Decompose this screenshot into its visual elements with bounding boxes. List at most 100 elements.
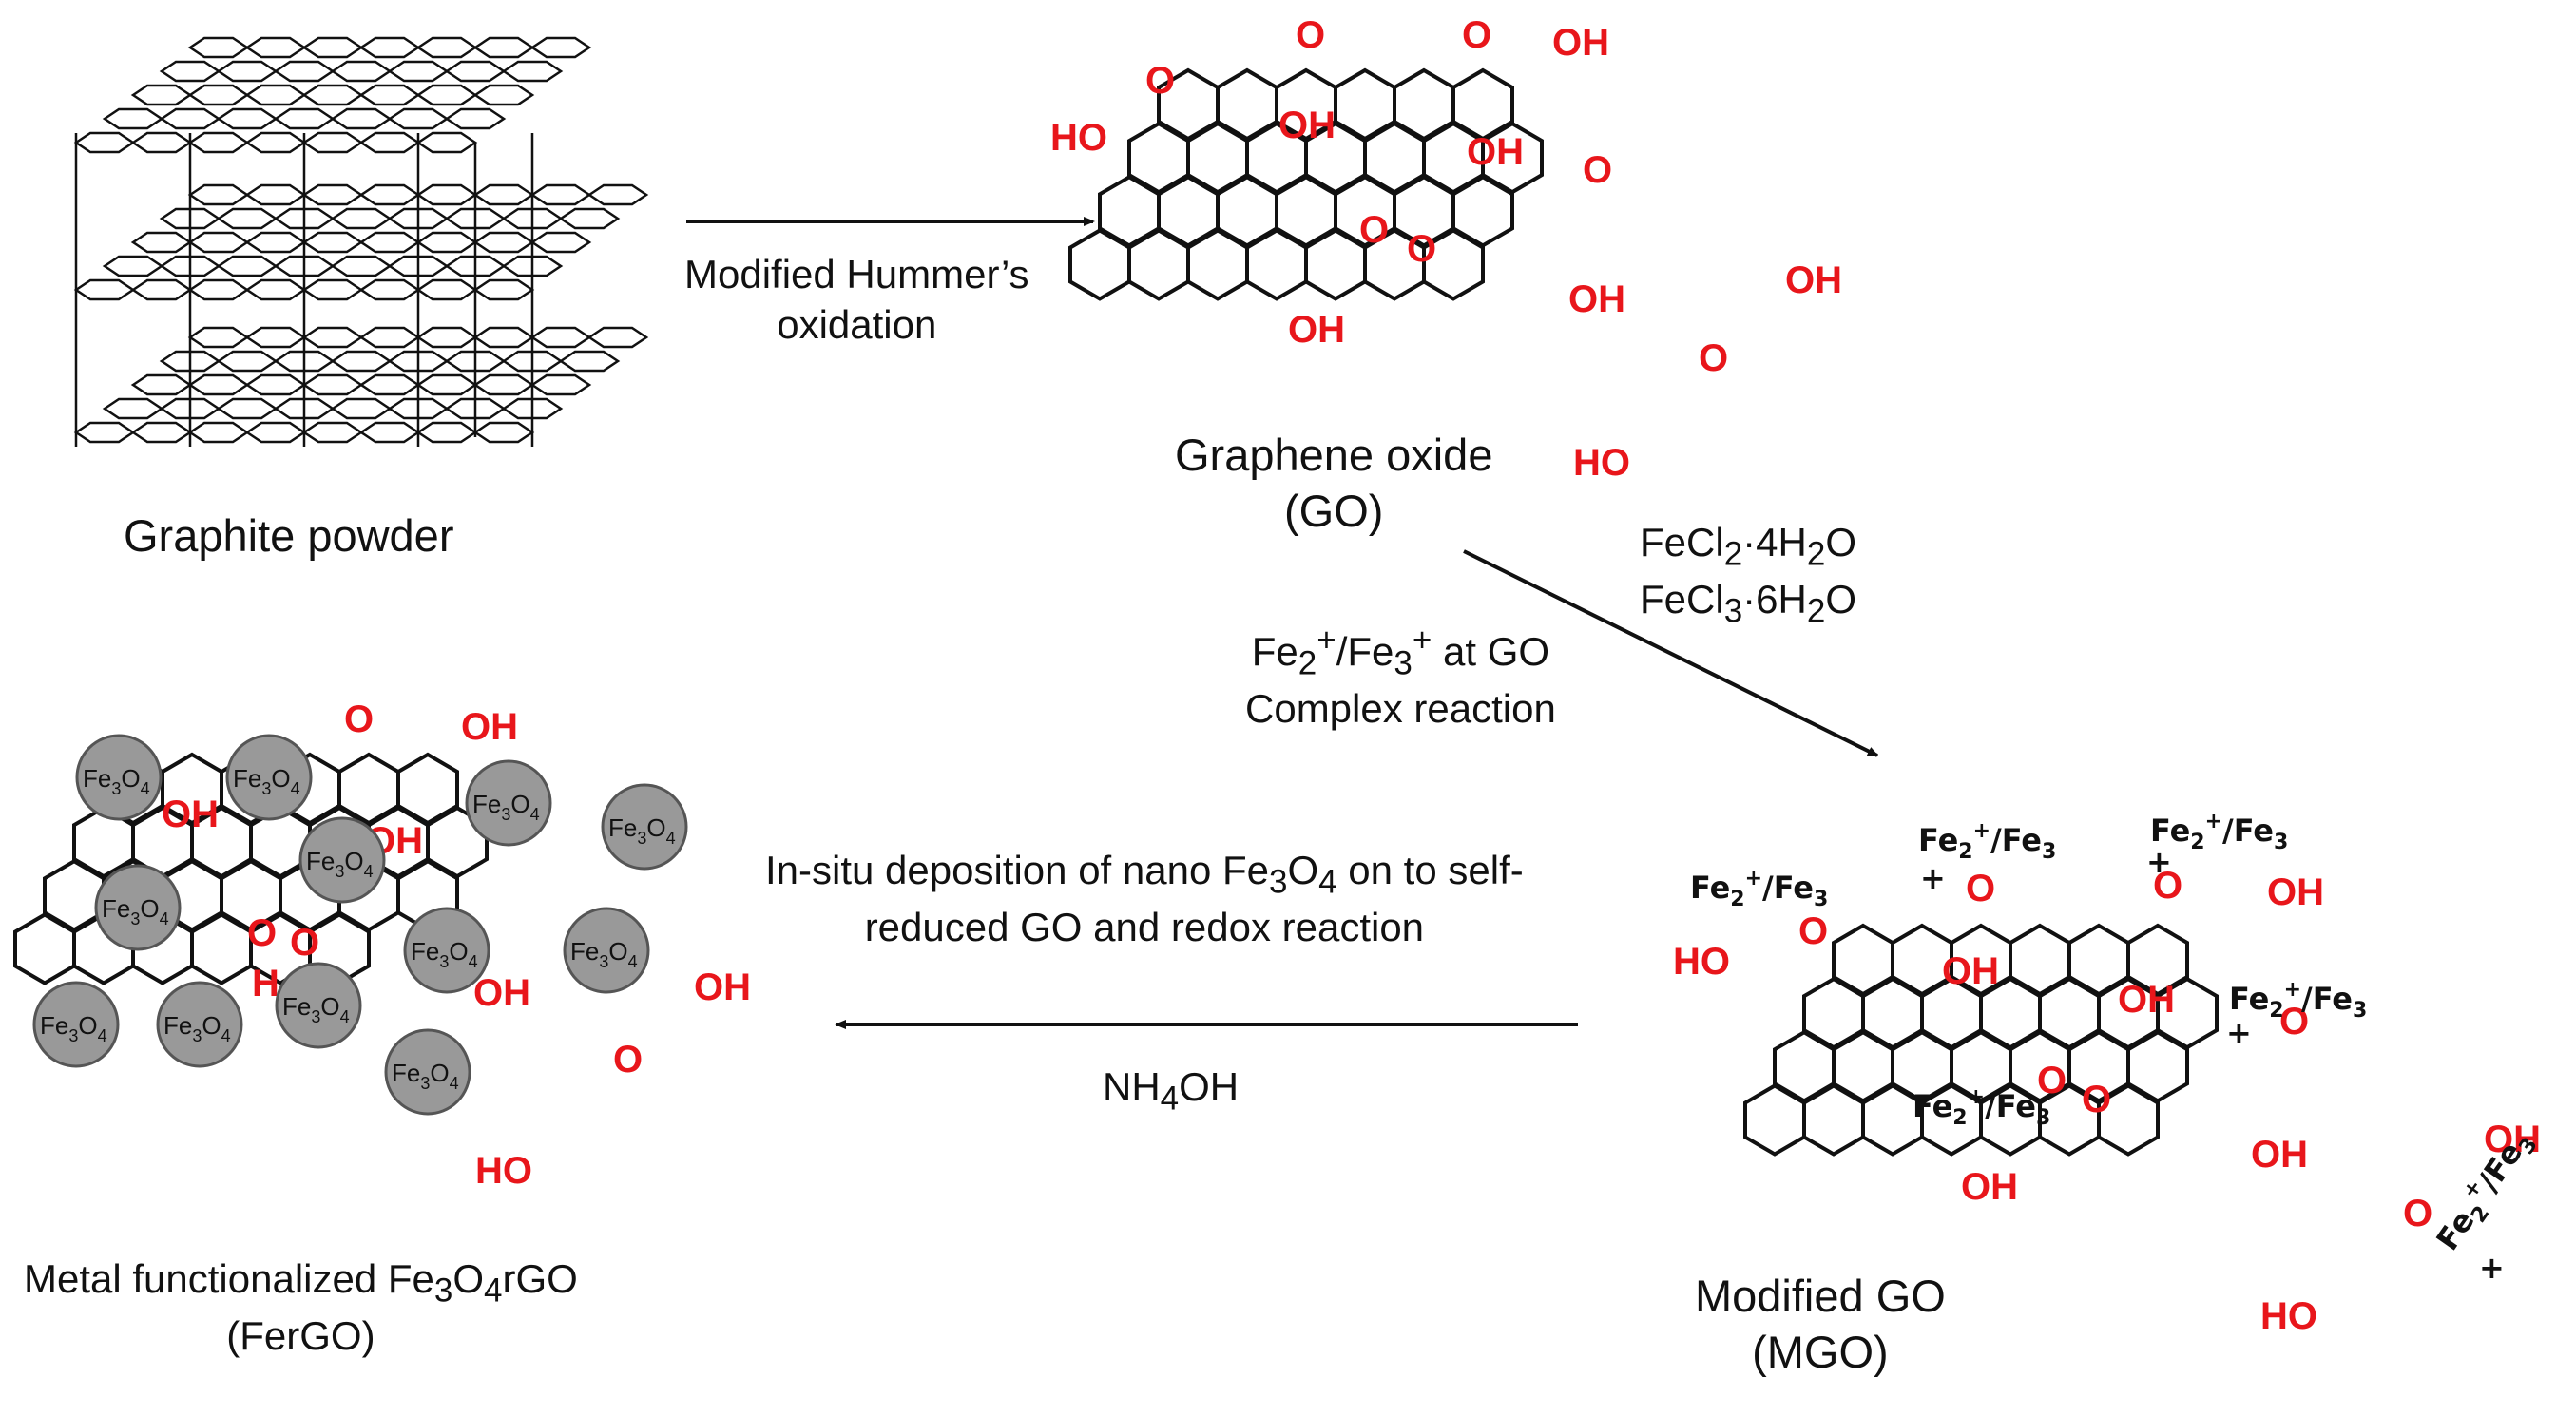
fe3o4-nanoparticle: Fe3O4 [465, 759, 552, 847]
iron-reagents: FeCl2·4H2O FeCl3·6H2O [1640, 518, 1856, 632]
carbon-ring [13, 912, 76, 985]
graphite-hexagon [301, 278, 364, 301]
carbon-ring [1743, 1083, 1806, 1157]
reagent-fecl2: FeCl2·4H2O [1640, 520, 1856, 573]
graphite-hexagon [216, 350, 279, 373]
graphite-hexagon [358, 36, 421, 59]
fe3o4-nanoparticle: Fe3O4 [94, 864, 182, 951]
graphite-hexagon [415, 326, 478, 349]
mgo-skeleton [1743, 923, 2219, 1157]
mgo-ho-2: HO [2260, 1295, 2317, 1337]
graphite-hexagon [415, 183, 478, 206]
mgo-functional-groups: O O HO OH O OH OH O O O OH OH OH O HO [1673, 865, 2541, 1337]
graphite-hexagon [529, 183, 592, 206]
deposition-step-label: In-situ deposition of nano Fe3O4 on to s… [765, 846, 1524, 953]
go-oh-5: OH [1288, 309, 1345, 351]
fe3o4-label: Fe3O4 [608, 813, 676, 848]
mgo-o-6: O [2082, 1079, 2111, 1120]
deposition-step-line1: In-situ deposition of nano Fe3O4 on to s… [765, 848, 1524, 901]
fe3o4-label: Fe3O4 [233, 764, 300, 798]
fergo-ho-1: HO [475, 1150, 532, 1192]
graphite-hexagon [301, 131, 364, 154]
mgo-o-4: O [2279, 1001, 2309, 1043]
graphite-hexagon [501, 397, 564, 420]
go-oh-2: OH [1467, 131, 1524, 173]
mgo-oh-4: OH [2484, 1119, 2541, 1160]
graphite-hexagon [330, 350, 393, 373]
mgo-fe-label-5: Fe2+/Fe3 [1913, 1085, 2050, 1130]
carbon-ring [1068, 228, 1131, 301]
fergo-label: Metal functionalized Fe3O4rGO (FerGO) [24, 1254, 578, 1362]
graphite-hexagon [444, 107, 507, 130]
complex-step-line2: Complex reaction [1245, 686, 1556, 732]
fe3o4-label: Fe3O4 [282, 992, 350, 1026]
fe3o4-nanoparticle: Fe3O4 [403, 907, 490, 994]
graphite-hexagon [558, 350, 621, 373]
carbon-ring [1802, 1083, 1865, 1157]
go-o-6: O [1699, 337, 1728, 379]
go-oh-carboxyl-1: OH [1552, 22, 1609, 64]
fergo-o-2: O [247, 912, 277, 954]
graphite-hexagon [330, 107, 393, 130]
ammonia-reagent: NH4OH [1103, 1064, 1240, 1118]
graphite-hexagon [244, 183, 307, 206]
go-oh-1: OH [1278, 105, 1336, 146]
graphite-hexagon [415, 231, 478, 254]
graphite-hexagon [301, 183, 364, 206]
carbon-ring [1304, 228, 1367, 301]
graphite-hexagon [73, 421, 136, 444]
graphite-label: Graphite powder [124, 510, 454, 561]
fe3o4-label: Fe3O4 [163, 1011, 231, 1045]
fergo-h-1: H [252, 963, 279, 1005]
graphite-hexagon [501, 255, 564, 277]
go-skeleton [1068, 67, 1544, 301]
fe3o4-nanoparticle: Fe3O4 [384, 1028, 471, 1116]
mgo-fe-label-1: Fe2+/Fe3 [1918, 819, 2056, 864]
mgo-oh-2: OH [1942, 950, 1999, 992]
complex-step-line1: Fe2+/Fe3+ at GO [1251, 622, 1550, 682]
graphite-hexagon [216, 397, 279, 420]
graphite-hexagon [244, 278, 307, 301]
graphite-hexagon [301, 373, 364, 396]
graphite-hexagon [358, 278, 421, 301]
graphite-hexagon [187, 421, 250, 444]
mgo-o-2: O [1798, 910, 1828, 952]
carbon-ring [1127, 228, 1190, 301]
mgo-fe-plus-4: + [2226, 1015, 2252, 1051]
graphite-hexagon [387, 60, 450, 83]
fergo-o-3: O [290, 922, 319, 964]
fergo-o-1: O [344, 698, 374, 740]
graphite-hexagon [358, 326, 421, 349]
oxidation-step-line2: oxidation [777, 301, 937, 347]
carbon-ring [190, 912, 253, 985]
graphite-hexagon [301, 231, 364, 254]
graphite-hexagon [244, 84, 307, 106]
graphite-layer [73, 183, 649, 301]
graphite-hexagon [244, 131, 307, 154]
mgo-o-3: O [2153, 865, 2182, 907]
carbon-ring [1422, 228, 1485, 301]
graphite-hexagon [558, 207, 621, 230]
mgo-fe-plus-6: + [2479, 1250, 2505, 1286]
mgo-iron-labels: Fe2+/Fe3 + Fe2+/Fe3 + Fe2+/Fe3 Fe2+/Fe3 … [1690, 810, 2543, 1286]
graphite-hexagon [415, 84, 478, 106]
mgo-fe-label-2: Fe2+/Fe3 [2150, 810, 2288, 854]
graphite-hexagon [187, 84, 250, 106]
graphite-structure [73, 36, 649, 447]
fergo-name: Metal functionalized Fe3O4rGO [24, 1256, 578, 1310]
graphite-hexagon [472, 278, 535, 301]
mgo-fe-plus-2: + [2146, 844, 2172, 880]
graphite-hexagon [529, 231, 592, 254]
graphite-hexagon [387, 107, 450, 130]
graphite-hexagon [301, 84, 364, 106]
go-oh-4: OH [1568, 278, 1625, 320]
graphite-hexagon [330, 207, 393, 230]
fe3o4-label: Fe3O4 [83, 764, 150, 798]
graphite-hexagon [159, 107, 221, 130]
graphite-hexagon [102, 397, 164, 420]
graphite-hexagon [102, 255, 164, 277]
carbon-ring [2097, 1083, 2160, 1157]
graphite-hexagon [472, 183, 535, 206]
